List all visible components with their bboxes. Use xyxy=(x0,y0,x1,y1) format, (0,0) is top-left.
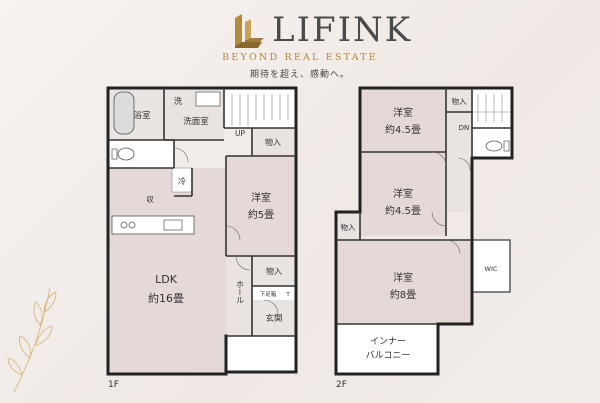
brand-name: LIFINK xyxy=(272,10,413,50)
porch xyxy=(226,336,296,372)
label-balcony-1: インナー xyxy=(370,336,406,347)
toilet-icon-1f xyxy=(117,147,135,161)
label-western-size: 約5畳 xyxy=(248,208,274,221)
label-storage-left: 物入 xyxy=(341,222,356,232)
label-bath: 浴室 xyxy=(133,110,151,121)
hallway-2f xyxy=(446,112,472,212)
storage-hall xyxy=(252,256,296,286)
room-ldk xyxy=(108,168,226,374)
storage-2f-left xyxy=(336,212,360,242)
floor-label-2f: 2F xyxy=(336,380,347,390)
lifink-logo-icon xyxy=(235,14,264,48)
label-storage-top: 物入 xyxy=(452,96,467,106)
room-western-5 xyxy=(226,156,296,256)
label-storage-kitchen: 収 xyxy=(146,195,154,204)
floor-2-plan: 洋室 約4.5畳 物入 DN 洋室 約4.5畳 物入 洋室 約8畳 WIC イン… xyxy=(334,86,514,376)
room-western-8 xyxy=(336,240,472,324)
label-hall: ホール xyxy=(236,280,245,304)
brand-tagline: BEYOND REAL ESTATE xyxy=(222,52,378,63)
bathtub-icon xyxy=(113,91,135,135)
label-storage-stair: 物入 xyxy=(265,137,281,147)
shoe-box xyxy=(252,286,296,300)
wic-2f xyxy=(471,239,511,293)
label-shoe-box-mark: T xyxy=(285,292,290,298)
floor-1-plan: 浴室 洗 洗面室 UP 物入 冷 収 洋室 約5畳 物入 LDK 約16畳 下足… xyxy=(106,86,298,376)
label-dn: DN xyxy=(459,124,470,132)
kitchen-counter xyxy=(111,215,195,235)
label-shoe-box: 下足箱 xyxy=(260,290,277,298)
label-up: UP xyxy=(235,129,245,138)
label-room3-size: 約8畳 xyxy=(390,288,416,301)
stair-2f xyxy=(472,88,512,128)
label-room2-size: 約4.5畳 xyxy=(385,204,421,217)
label-entrance: 玄関 xyxy=(265,313,282,324)
room-hall xyxy=(226,256,252,336)
toilet-icon-2f xyxy=(485,140,503,152)
washbasin-icon xyxy=(195,91,221,107)
label-room1: 洋室 xyxy=(393,106,413,119)
storage-2f-top xyxy=(446,88,472,112)
inner-balcony xyxy=(336,324,438,374)
label-fridge: 冷 xyxy=(178,176,186,186)
label-storage-hall: 物入 xyxy=(266,266,282,276)
label-wic: WIC xyxy=(485,265,498,273)
brand-subtitle: 期待を超え、感動へ。 xyxy=(249,70,350,80)
label-washroom: 洗面室 xyxy=(183,116,209,127)
brand-header: LIFINK BEYOND REAL ESTATE 期待を超え、感動へ。 xyxy=(0,0,600,90)
label-balcony-2: バルコニー xyxy=(366,350,411,361)
label-ldk-size: 約16畳 xyxy=(148,291,184,305)
label-room1-size: 約4.5畳 xyxy=(385,123,421,136)
label-ldk: LDK xyxy=(155,273,178,286)
label-western-room: 洋室 xyxy=(251,191,271,204)
decorative-leaves-icon xyxy=(7,287,57,393)
room-entrance xyxy=(252,300,296,336)
room-western-4-5-a xyxy=(360,88,446,152)
room-western-4-5-b xyxy=(360,152,446,236)
storage-stair xyxy=(252,128,296,156)
label-room3: 洋室 xyxy=(393,271,413,284)
label-room2: 洋室 xyxy=(393,187,413,200)
label-sink: 洗 xyxy=(174,96,183,107)
stair-1f xyxy=(224,88,296,128)
floor-label-1f: 1F xyxy=(108,380,119,390)
